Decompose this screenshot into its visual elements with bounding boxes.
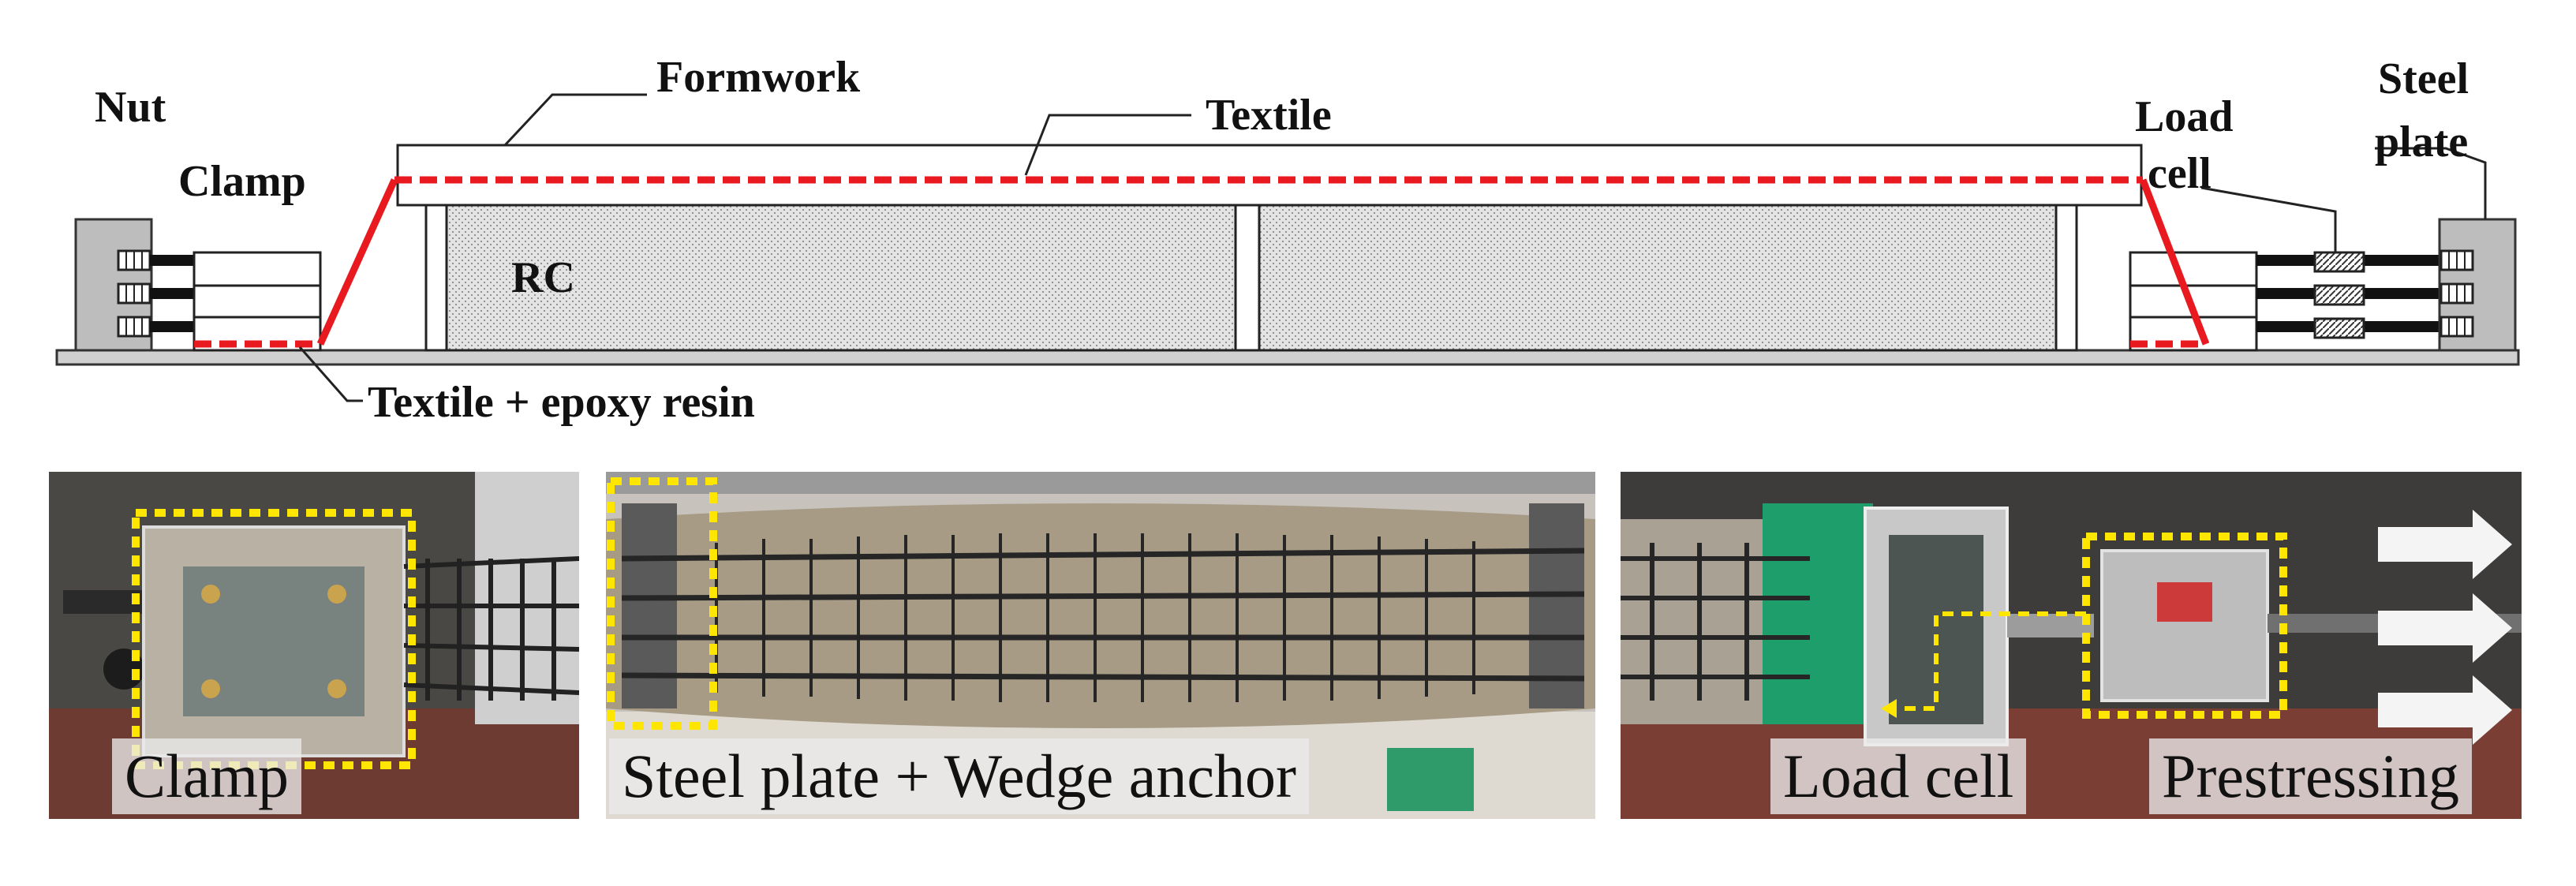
label-textile: Textile <box>1206 91 1332 140</box>
leader-lines <box>298 93 2487 402</box>
photo-steel-plate: Steel plate + Wedge anchor <box>606 472 1595 819</box>
label-steel-plate-1: Steel <box>2378 54 2469 103</box>
left-nuts <box>117 249 151 338</box>
photo-load-cell: Load cell Prestressing <box>1621 472 2522 819</box>
base-plate <box>55 349 2520 366</box>
label-textile-epoxy: Textile + epoxy resin <box>368 378 755 427</box>
load-cells <box>2313 251 2365 339</box>
load-cell-highlight-box <box>2082 533 2287 719</box>
right-nuts <box>2440 249 2474 338</box>
formwork <box>396 144 2143 207</box>
photo-clamp: Clamp <box>49 472 579 819</box>
left-support <box>424 204 448 352</box>
caption-clamp: Clamp <box>112 738 301 814</box>
caption-steel-plate: Steel plate + Wedge anchor <box>609 738 1309 814</box>
photo-steel-plate-graphic <box>606 472 1595 819</box>
textile-line <box>194 176 2210 348</box>
label-nut: Nut <box>95 83 166 132</box>
left-clamp <box>193 251 322 352</box>
right-support <box>2054 204 2078 352</box>
label-steel-plate-2: plate <box>2375 118 2468 166</box>
caption-prestressing: Prestressing <box>2149 738 2472 814</box>
left-rods <box>150 255 194 332</box>
label-formwork: Formwork <box>656 53 861 102</box>
label-load-cell-2: cell <box>2148 149 2211 198</box>
wedge-highlight-box <box>607 477 717 730</box>
middle-support <box>1234 204 1261 352</box>
specimen-schematic: Nut Clamp Formwork Textile RC Load cell … <box>55 53 2520 427</box>
label-load-cell-1: Load <box>2135 92 2234 141</box>
label-rc: RC <box>511 253 575 302</box>
load-path-arrow <box>1897 611 2086 711</box>
label-clamp: Clamp <box>178 157 306 206</box>
caption-load-cell: Load cell <box>1770 738 2027 814</box>
